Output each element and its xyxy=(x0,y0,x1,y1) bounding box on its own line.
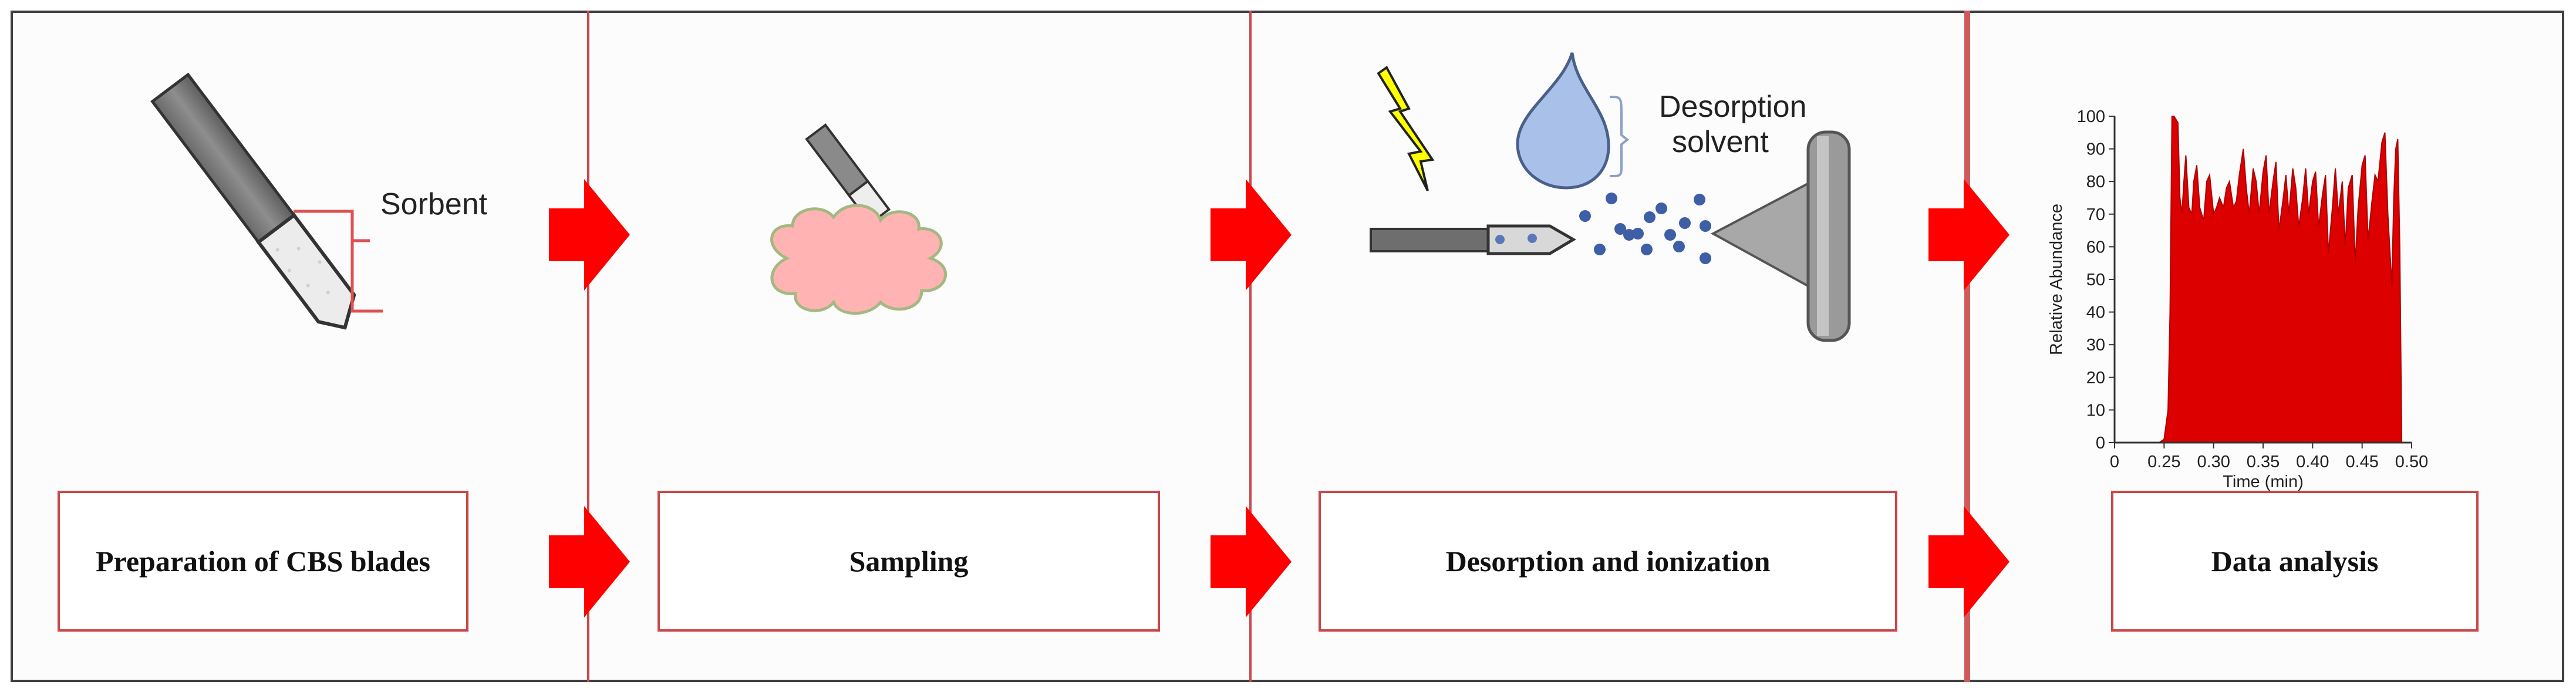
x-tick-label: 0.35 xyxy=(2247,453,2280,471)
step-label-desorption: Desorption and ionization xyxy=(1445,545,1771,578)
step-label-data-analysis: Data analysis xyxy=(2211,545,2379,578)
x-tick-label: 0.25 xyxy=(2147,453,2180,471)
panel-divider-2 xyxy=(1249,11,1252,682)
chromatogram-area xyxy=(2115,116,2403,443)
x-tick-label: 0.50 xyxy=(2395,453,2428,471)
x-axis-title: Time (min) xyxy=(2223,473,2303,491)
flow-arrow-3-bottom xyxy=(1928,506,2009,618)
step-box-preparation: Preparation of CBS blades xyxy=(58,491,468,632)
sorbent-bracket xyxy=(294,210,383,313)
flow-arrow-2-bottom xyxy=(1211,506,1292,618)
y-tick-label: 70 xyxy=(2086,205,2105,224)
y-tick-label: 0 xyxy=(2096,434,2105,453)
y-tick-label: 100 xyxy=(2077,107,2105,126)
sorbent-label: Sorbent xyxy=(380,187,488,221)
y-tick-label: 50 xyxy=(2086,271,2105,289)
step-label-preparation: Preparation of CBS blades xyxy=(96,545,430,578)
lightning-bolt-icon xyxy=(1377,66,1435,191)
mass-spectrometer-inlet-icon xyxy=(1710,130,1851,342)
flow-arrow-2-top xyxy=(1211,179,1292,291)
step-box-data-analysis: Data analysis xyxy=(2111,491,2479,632)
flow-arrow-3-top xyxy=(1928,179,2009,291)
panel-divider-1 xyxy=(587,11,589,682)
solvent-droplet-icon xyxy=(1516,52,1610,190)
y-tick-label: 40 xyxy=(2086,303,2105,322)
spray-droplets xyxy=(1579,193,1711,264)
y-tick-label: 60 xyxy=(2086,238,2105,257)
flow-arrow-1-bottom xyxy=(549,506,630,618)
y-tick-label: 80 xyxy=(2086,173,2105,191)
x-tick-label: 0.45 xyxy=(2345,453,2378,471)
step-box-desorption: Desorption and ionization xyxy=(1319,491,1897,632)
panel-divider-3 xyxy=(1964,11,1970,682)
desorption-solvent-line2: solvent xyxy=(1672,125,1769,159)
desorption-solvent-line1: Desorption xyxy=(1659,90,1807,124)
x-tick-label: 0.30 xyxy=(2197,453,2230,471)
y-tick-label: 90 xyxy=(2086,140,2105,159)
step-label-sampling: Sampling xyxy=(849,545,969,578)
tissue-blob xyxy=(770,204,948,315)
y-axis-title: Relative Abundance xyxy=(2047,204,2066,355)
step-box-sampling: Sampling xyxy=(658,491,1160,632)
x-tick-label: 0 xyxy=(2110,453,2119,471)
x-tick-label: 0.40 xyxy=(2296,453,2329,471)
y-tick-label: 10 xyxy=(2086,401,2105,420)
y-tick-label: 30 xyxy=(2086,336,2105,355)
desorption-solvent-label: Desorption solvent xyxy=(1659,89,1806,160)
y-tick-label: 20 xyxy=(2086,369,2105,387)
flow-arrow-1-top xyxy=(549,179,630,291)
